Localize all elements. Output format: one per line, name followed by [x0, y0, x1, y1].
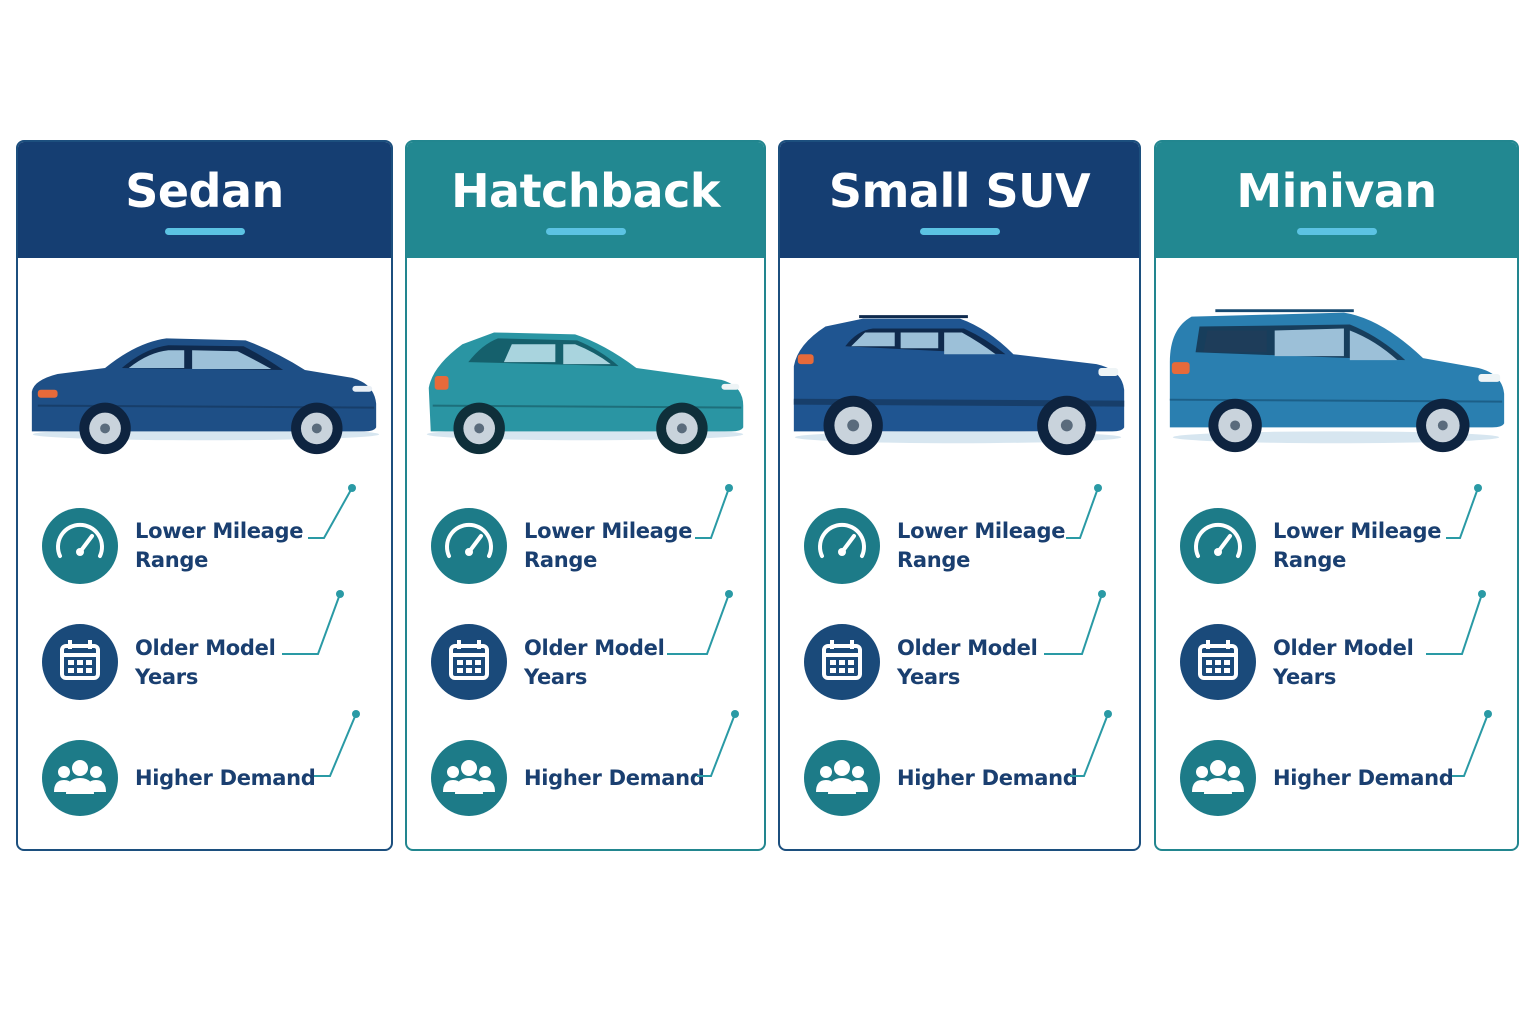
speedometer-icon	[804, 508, 880, 584]
connector-line	[308, 484, 356, 539]
feature-label-line2: Years	[897, 665, 961, 689]
feature-mileage: Lower Mileage Range	[780, 484, 1139, 588]
title-underline	[164, 228, 245, 235]
title-underline	[919, 228, 1000, 235]
feature-label: Higher Demand	[1273, 764, 1473, 793]
connector-line	[282, 590, 344, 655]
card-header: Minivan	[1156, 142, 1517, 258]
hatchback-car-illustration	[407, 282, 764, 462]
connector-line	[667, 590, 733, 655]
card-header: Sedan	[18, 142, 391, 258]
feature-demand: Higher Demand	[1156, 710, 1517, 820]
calendar-icon	[42, 624, 118, 700]
feature-label-line2: Range	[897, 548, 971, 572]
card-minivan: Minivan Lower Mileage Range	[1154, 140, 1519, 851]
card-title: Small SUV	[828, 164, 1091, 218]
feature-label: Lower Mileage Range	[524, 517, 724, 575]
calendar-icon	[1180, 624, 1256, 700]
feature-label: Older Model Years	[524, 634, 724, 692]
card-header: Hatchback	[407, 142, 764, 258]
feature-label-line1: Older Model	[135, 636, 276, 660]
speedometer-icon	[431, 508, 507, 584]
feature-mileage: Lower Mileage Range	[407, 484, 764, 588]
sedan-car-illustration	[18, 282, 391, 462]
feature-label: Lower Mileage Range	[897, 517, 1097, 575]
connector-line	[314, 710, 360, 777]
title-underline	[545, 228, 626, 235]
feature-label-line2: Years	[135, 665, 199, 689]
card-hatchback: Hatchback Lower Mileage Range	[405, 140, 766, 851]
feature-demand: Higher Demand	[407, 710, 764, 820]
people-icon	[804, 740, 880, 816]
feature-model-years: Older Model Years	[407, 590, 764, 704]
card-sedan: Sedan Lower Mileage Range	[16, 140, 393, 851]
feature-model-years: Older Model Years	[18, 590, 391, 704]
feature-label-line1: Lower Mileage	[135, 519, 304, 543]
feature-label-line1: Higher Demand	[524, 766, 705, 790]
feature-label-line1: Lower Mileage	[1273, 519, 1442, 543]
connector-line	[1070, 710, 1112, 777]
small-suv-car-illustration	[780, 282, 1139, 462]
feature-label-line2: Years	[524, 665, 588, 689]
feature-label-line1: Lower Mileage	[524, 519, 693, 543]
connector-line	[1452, 710, 1492, 777]
feature-label-line2: Range	[524, 548, 598, 572]
speedometer-icon	[1180, 508, 1256, 584]
feature-label-line2: Years	[1273, 665, 1337, 689]
feature-label: Older Model Years	[135, 634, 335, 692]
card-small-suv: Small SUV Lower Mileage Range	[778, 140, 1141, 851]
minivan-car-illustration	[1156, 282, 1517, 462]
feature-model-years: Older Model Years	[780, 590, 1139, 704]
connector-line	[695, 484, 733, 539]
title-underline	[1296, 228, 1377, 235]
calendar-icon	[431, 624, 507, 700]
feature-label-line1: Higher Demand	[897, 766, 1078, 790]
feature-mileage: Lower Mileage Range	[18, 484, 391, 588]
speedometer-icon	[42, 508, 118, 584]
feature-label: Higher Demand	[897, 764, 1097, 793]
feature-label: Higher Demand	[524, 764, 724, 793]
people-icon	[42, 740, 118, 816]
feature-label-line2: Range	[135, 548, 209, 572]
card-title: Hatchback	[451, 164, 720, 218]
feature-label-line2: Range	[1273, 548, 1347, 572]
feature-label: Higher Demand	[135, 764, 335, 793]
feature-model-years: Older Model Years	[1156, 590, 1517, 704]
feature-label-line1: Older Model	[1273, 636, 1414, 660]
card-title: Minivan	[1236, 164, 1437, 218]
feature-label-line1: Lower Mileage	[897, 519, 1066, 543]
connector-line	[1446, 484, 1482, 539]
feature-label-line1: Higher Demand	[1273, 766, 1454, 790]
feature-label: Lower Mileage Range	[135, 517, 335, 575]
feature-label: Older Model Years	[897, 634, 1097, 692]
people-icon	[431, 740, 507, 816]
connector-line	[697, 710, 739, 777]
card-title: Sedan	[125, 164, 284, 218]
connector-line	[1066, 484, 1102, 539]
feature-label-line1: Higher Demand	[135, 766, 316, 790]
feature-label-line1: Older Model	[524, 636, 665, 660]
connector-line	[1426, 590, 1486, 655]
feature-demand: Higher Demand	[18, 710, 391, 820]
feature-label: Older Model Years	[1273, 634, 1473, 692]
feature-label: Lower Mileage Range	[1273, 517, 1473, 575]
connector-line	[1044, 590, 1106, 655]
people-icon	[1180, 740, 1256, 816]
feature-label-line1: Older Model	[897, 636, 1038, 660]
card-header: Small SUV	[780, 142, 1139, 258]
feature-demand: Higher Demand	[780, 710, 1139, 820]
calendar-icon	[804, 624, 880, 700]
feature-mileage: Lower Mileage Range	[1156, 484, 1517, 588]
